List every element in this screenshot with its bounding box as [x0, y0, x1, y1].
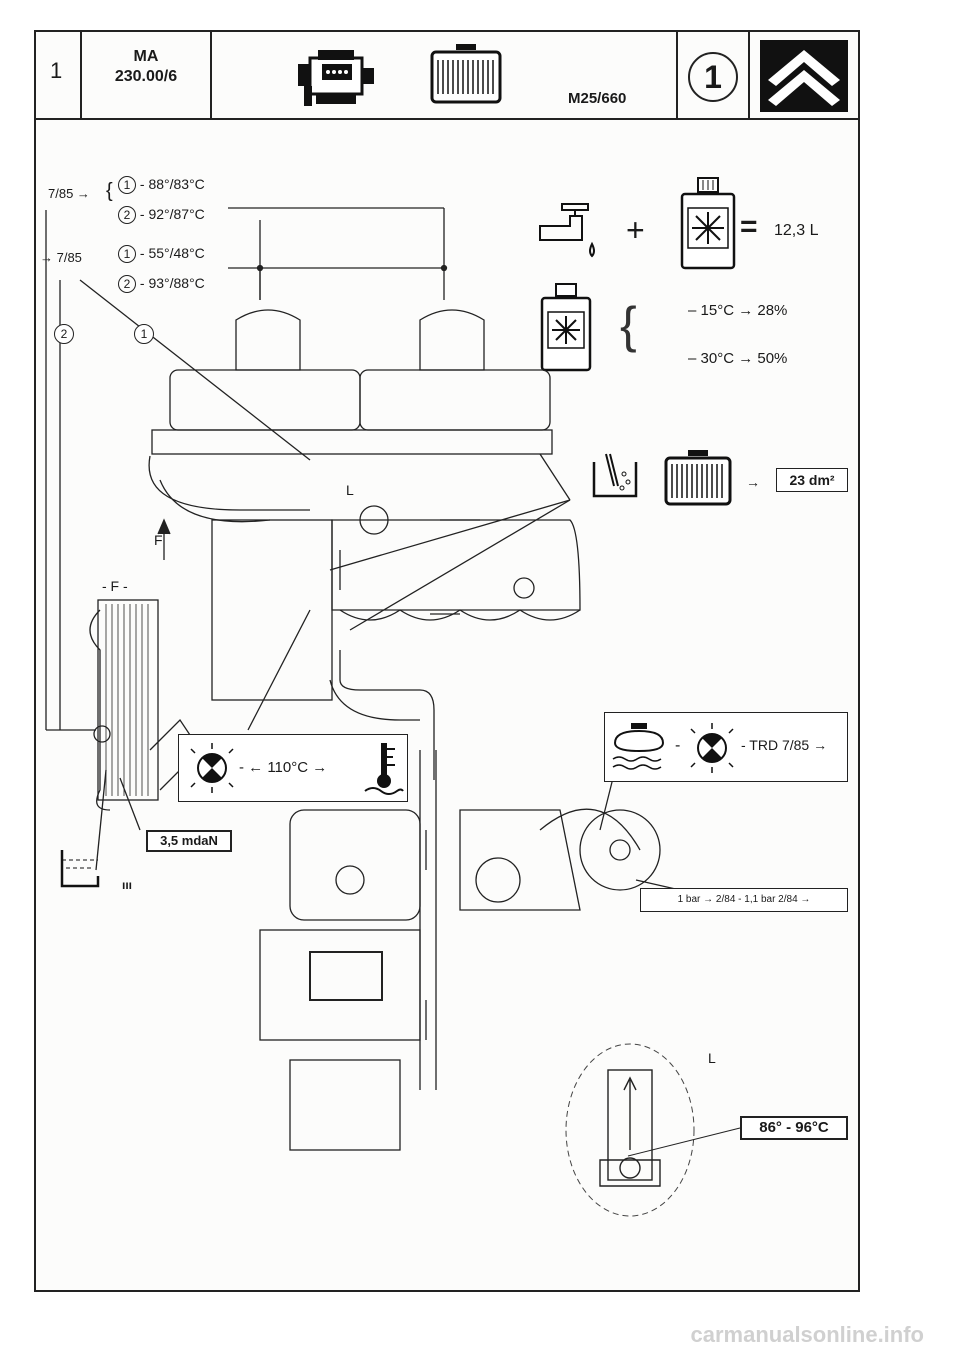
radiator-icon — [664, 450, 732, 506]
beaker-test-icon — [592, 453, 638, 498]
header-divider — [210, 30, 212, 120]
plus-symbol: + — [626, 212, 645, 248]
cap-switch-icon — [690, 723, 734, 773]
tap-water-icon — [539, 203, 595, 258]
group-code: MA — [133, 48, 159, 65]
thermostat-date-prefix: 7/85 → — [48, 186, 90, 201]
fan-switch-icon — [190, 743, 234, 793]
header-bottom-rule — [34, 118, 860, 120]
thermostat-opening-range: 86° - 96°C — [740, 1116, 848, 1140]
coolant-temperature-icon — [364, 743, 404, 795]
callout-number: 2 — [54, 324, 74, 344]
equals-symbol: = — [740, 210, 758, 243]
radiator-surface-value: 23 dm² — [776, 468, 848, 492]
coolant-capacity: 12,3 L — [774, 222, 819, 239]
callout-number: 1 — [134, 324, 154, 344]
pressure-cap-panel: - - TRD 7/85 → — [604, 712, 848, 782]
brace: { — [620, 297, 637, 353]
engine-icon — [298, 50, 374, 106]
drain-container-icon — [60, 850, 100, 888]
callout-F-side: - F - — [102, 578, 128, 594]
thermostat-date-prefix-b: → 7/85 — [40, 250, 82, 265]
model-reference: M25/660 — [568, 90, 627, 107]
dash-symbol: - — [675, 737, 681, 754]
footer: carmanualsonline.info — [0, 1318, 960, 1350]
thermostat-detail-drawing — [565, 1043, 695, 1217]
antifreeze-mix-row: – 15°C → 28% — [688, 302, 788, 319]
antifreeze-bottle-icon — [540, 283, 592, 372]
section-badge: 1 — [688, 52, 738, 102]
callout-F: F — [154, 532, 163, 548]
header-divider — [748, 30, 750, 120]
header-divider — [676, 30, 678, 120]
fan-switch-panel: - ← 110°C → — [178, 734, 408, 802]
watermark: carmanualsonline.info — [690, 1322, 925, 1347]
cooling-circuit-diagram — [45, 207, 680, 1151]
doc-reference: 230.00/6 — [114, 68, 178, 85]
leader-line — [627, 1127, 741, 1157]
fan-switch-temperature: - ← 110°C → — [239, 759, 328, 776]
citroen-logo-icon — [760, 40, 848, 112]
brace: { — [106, 180, 113, 202]
radiator-icon — [430, 44, 502, 104]
header-divider — [80, 30, 82, 120]
thermostat-spec-row: 2 - 93°/88°C — [118, 275, 205, 293]
page-number: 1 — [50, 58, 63, 83]
antifreeze-mix-row: – 30°C → 50% — [688, 350, 788, 367]
cap-info-text: - TRD 7/85 → — [741, 737, 828, 753]
expansion-tank-icon — [612, 723, 665, 770]
thermostat-spec-row: 1 - 55°/48°C — [118, 245, 205, 263]
thermostat-spec-row: 1 - 88°/83°C — [118, 176, 205, 194]
antifreeze-bottle-icon — [680, 177, 736, 270]
callout-L-detail: L — [708, 1050, 716, 1066]
cap-pressure-value: 1 bar → 2/84 - 1,1 bar 2/84 → — [640, 888, 848, 912]
drain-plug-torque: 3,5 mdaN — [146, 830, 232, 852]
drain-symbol: ııı — [122, 878, 133, 892]
callout-L: L — [346, 482, 354, 498]
arrow-symbol: → — [746, 474, 760, 490]
thermostat-spec-row: 2 - 92°/87°C — [118, 206, 205, 224]
